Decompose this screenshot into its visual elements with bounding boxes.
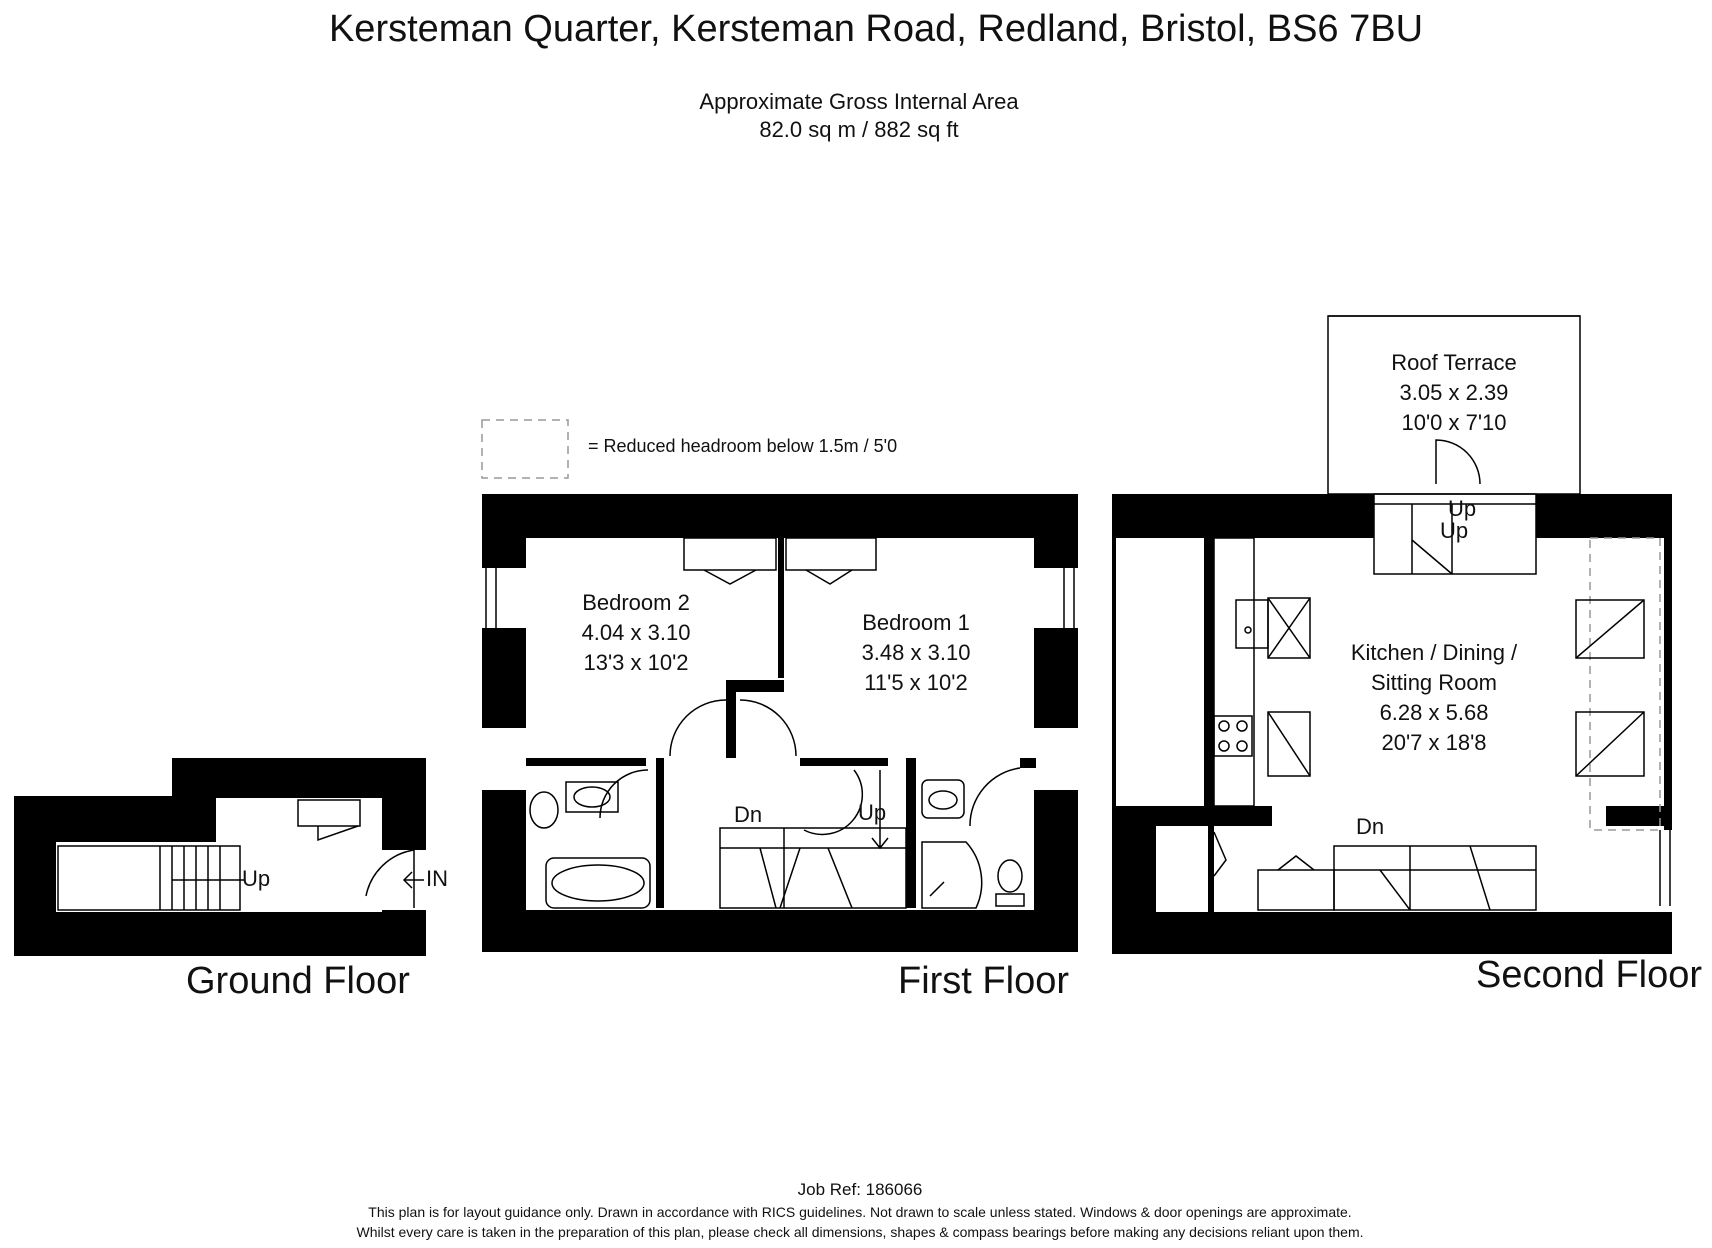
second-stairs-down-label: Dn <box>1356 814 1385 839</box>
kitchen-name-line2: Sitting Room <box>1371 670 1497 695</box>
first-floor-details <box>485 537 1075 909</box>
legend-reduced-headroom: = Reduced headroom below 1.5m / 5'0 <box>588 436 898 456</box>
bedroom-2-metric: 4.04 x 3.10 <box>581 620 691 645</box>
disclaimer-line-1: This plan is for layout guidance only. D… <box>368 1204 1352 1220</box>
second-floor-details <box>1213 315 1671 911</box>
bedroom-1-label: Bedroom 1 3.48 x 3.10 11'5 x 10'2 <box>862 608 971 698</box>
bedroom-1-name: Bedroom 1 <box>862 610 970 635</box>
kitchen-name-line1: Kitchen / Dining / <box>1350 640 1518 665</box>
kitchen-dining-sitting-label: Kitchen / Dining / Sitting Room 6.28 x 5… <box>1351 638 1517 758</box>
kitchen-imperial: 20'7 x 18'8 <box>1381 730 1487 755</box>
kitchen-metric: 6.28 x 5.68 <box>1379 700 1489 725</box>
second-stairs-up-label-1: Up <box>1448 496 1477 521</box>
bedroom-2-name: Bedroom 2 <box>582 590 690 615</box>
job-reference: Job Ref: 186066 <box>797 1180 923 1199</box>
first-floor-label: First Floor <box>898 960 1069 1002</box>
area-title: Approximate Gross Internal Area <box>699 89 1019 114</box>
plan-title: Kersteman Quarter, Kersteman Road, Redla… <box>328 8 1424 50</box>
entrance-label: IN <box>426 866 448 891</box>
bedroom-1-imperial: 11'5 x 10'2 <box>864 670 968 695</box>
first-floor-walls <box>482 494 1078 952</box>
disclaimer-line-2: Whilst every care is taken in the prepar… <box>356 1224 1364 1240</box>
ground-floor-label: Ground Floor <box>186 960 410 1002</box>
roof-terrace-name: Roof Terrace <box>1391 350 1517 375</box>
roof-terrace-metric: 3.05 x 2.39 <box>1399 380 1509 405</box>
ground-floor-plan <box>14 758 426 956</box>
area-value: 82.0 sq m / 882 sq ft <box>759 117 959 142</box>
plan-footer: Job Ref: 186066 This plan is for layout … <box>357 1180 1364 1242</box>
bedroom-1-metric: 3.48 x 3.10 <box>861 640 971 665</box>
roof-terrace-imperial: 10'0 x 7'10 <box>1401 410 1507 435</box>
bedroom-2-imperial: 13'3 x 10'2 <box>583 650 689 675</box>
first-stairs-down-label: Dn <box>734 802 763 827</box>
gross-internal-area: Approximate Gross Internal Area 82.0 sq … <box>699 88 1018 144</box>
second-floor-walls <box>1112 494 1672 954</box>
ground-stairs-up-label: Up <box>242 866 271 891</box>
first-stairs-up-label: Up <box>858 800 887 825</box>
ground-floor-details <box>57 799 424 911</box>
legend-dashed-box <box>481 419 569 479</box>
second-floor-label: Second Floor <box>1476 954 1703 996</box>
roof-terrace-label: Roof Terrace 3.05 x 2.39 10'0 x 7'10 <box>1391 348 1517 438</box>
second-stairs-up-label-2: Up <box>1440 518 1469 543</box>
bedroom-2-label: Bedroom 2 4.04 x 3.10 13'3 x 10'2 <box>582 588 691 678</box>
